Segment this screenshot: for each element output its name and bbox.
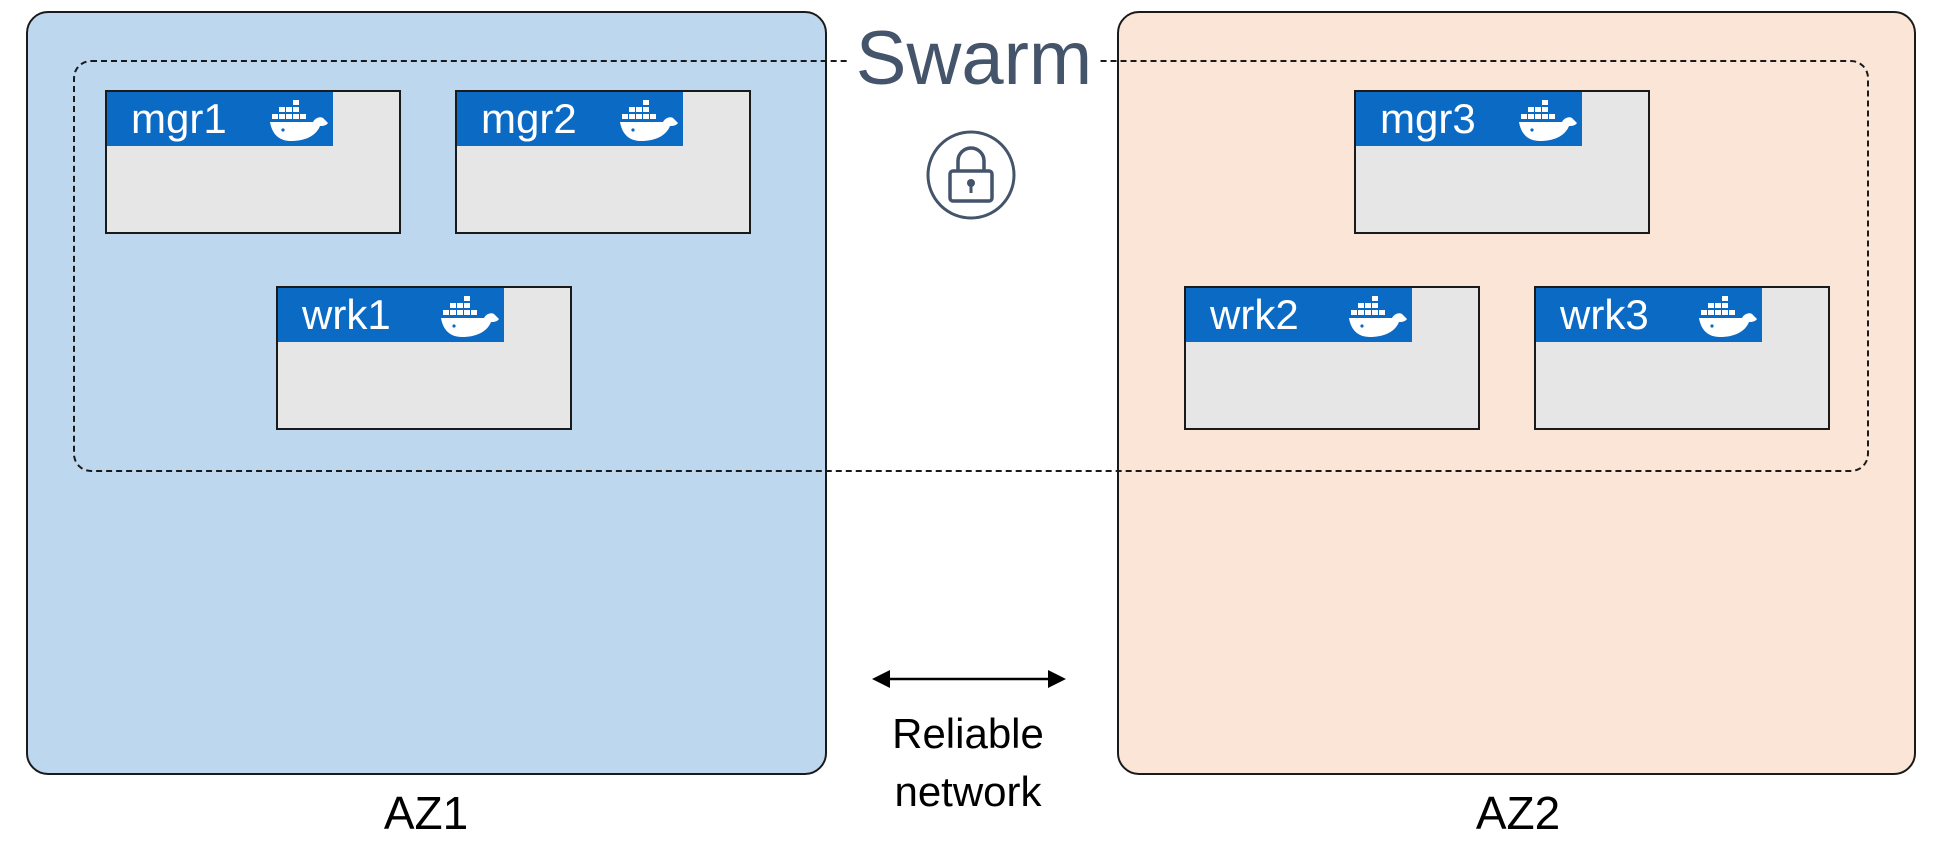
node-name: mgr3 bbox=[1380, 95, 1476, 142]
node-wrk3: wrk3 bbox=[1534, 286, 1830, 430]
docker-whale-icon bbox=[1349, 296, 1407, 337]
node-header: wrk2 bbox=[1186, 288, 1412, 342]
node-mgr2: mgr2 bbox=[455, 90, 751, 234]
node-header: wrk3 bbox=[1536, 288, 1762, 342]
swarm-title: Swarm bbox=[848, 18, 1100, 100]
docker-whale-icon bbox=[1699, 296, 1757, 337]
double-headed-arrow-icon bbox=[872, 670, 1066, 688]
network-label-line1: Reliable bbox=[892, 710, 1044, 757]
node-name: mgr1 bbox=[131, 95, 227, 142]
node-name: wrk3 bbox=[1560, 291, 1649, 338]
node-name: wrk1 bbox=[302, 291, 391, 338]
zone-label-az1: AZ1 bbox=[383, 787, 469, 839]
node-mgr3: mgr3 bbox=[1354, 90, 1650, 234]
padlock-icon bbox=[926, 130, 1016, 220]
network-label-line2: network bbox=[894, 768, 1042, 815]
docker-whale-icon bbox=[1519, 100, 1577, 141]
zone-label-az2: AZ2 bbox=[1475, 787, 1561, 839]
docker-whale-icon bbox=[270, 100, 328, 141]
node-mgr1: mgr1 bbox=[105, 90, 401, 234]
node-name: wrk2 bbox=[1210, 291, 1299, 338]
node-header: mgr3 bbox=[1356, 92, 1582, 146]
node-header: mgr1 bbox=[107, 92, 333, 146]
node-wrk2: wrk2 bbox=[1184, 286, 1480, 430]
node-header: mgr2 bbox=[457, 92, 683, 146]
node-header: wrk1 bbox=[278, 288, 504, 342]
node-wrk1: wrk1 bbox=[276, 286, 572, 430]
docker-whale-icon bbox=[441, 296, 499, 337]
network-label: Reliable network bbox=[868, 705, 1068, 821]
node-name: mgr2 bbox=[481, 95, 577, 142]
docker-whale-icon bbox=[620, 100, 678, 141]
